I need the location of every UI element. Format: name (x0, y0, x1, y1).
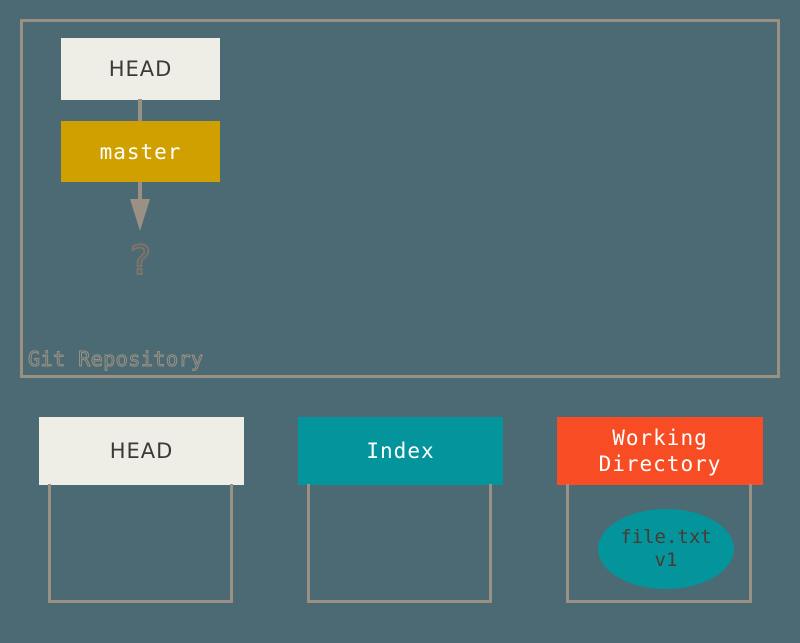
connector-head-to-master (138, 99, 142, 123)
commit-placeholder-question-mark: ? (127, 238, 153, 284)
area-index-header[interactable]: Index (298, 417, 503, 485)
area-index-body (307, 484, 492, 603)
area-head-body (48, 484, 233, 603)
arrow-shaft-master-to-commit (138, 182, 142, 202)
area-head-title: HEAD (109, 439, 174, 463)
repo-master-branch-node[interactable]: master (61, 121, 220, 182)
area-working-directory-title-line-2: Directory (598, 452, 722, 476)
area-working-directory-body (566, 484, 752, 603)
area-head-header[interactable]: HEAD (39, 417, 244, 485)
repo-head-node[interactable]: HEAD (61, 38, 220, 100)
file-blob-version: v1 (654, 549, 678, 571)
repo-master-branch-label: master (99, 139, 182, 164)
arrow-head-icon (130, 199, 150, 231)
repo-head-node-label: HEAD (108, 57, 173, 81)
git-repository-label: Git Repository (28, 347, 204, 371)
area-working-directory-header[interactable]: Working Directory (557, 417, 763, 485)
file-blob-node[interactable]: file.txt v1 (598, 509, 734, 589)
git-repository-frame (20, 19, 780, 378)
area-index-title: Index (366, 439, 435, 463)
file-blob-name: file.txt (620, 526, 712, 548)
area-working-directory-title-line-1: Working (612, 426, 708, 450)
